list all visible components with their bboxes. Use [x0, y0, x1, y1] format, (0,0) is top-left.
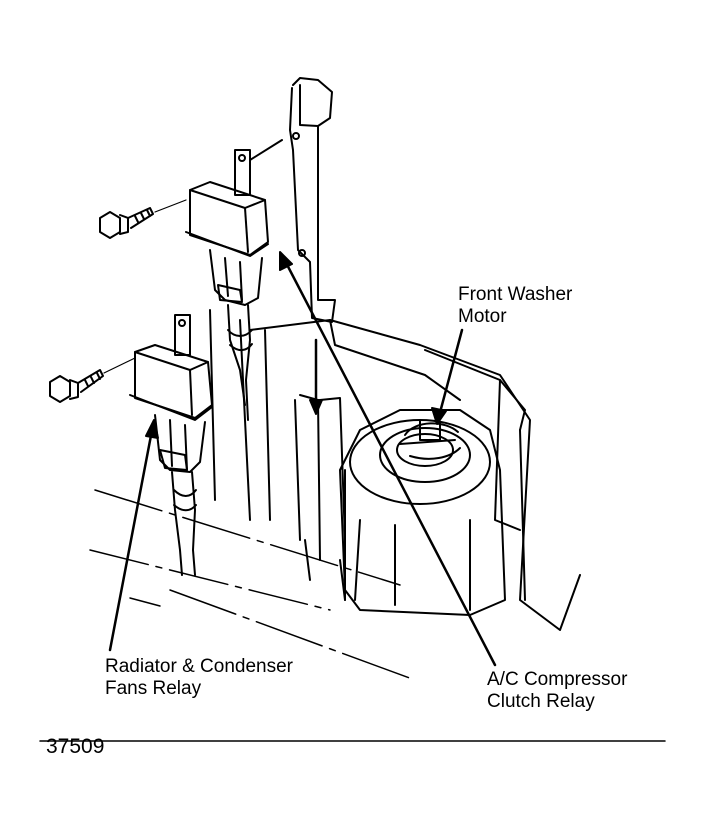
ac-relay-bolt	[99, 199, 187, 239]
front-washer-motor-label-line2: Motor	[458, 306, 507, 327]
frame-members	[209, 309, 346, 601]
front-washer-motor	[404, 419, 459, 441]
front-washer-motor-leader	[431, 328, 464, 425]
radiator-relay-label-line1: Radiator & Condenser	[105, 656, 293, 677]
perspective-lines	[89, 489, 416, 681]
washer-reservoir	[339, 409, 506, 616]
mounting-bracket	[289, 77, 336, 323]
ac-relay-leader	[279, 251, 497, 667]
install-arrow	[309, 338, 323, 415]
figure-number: 37509	[46, 735, 105, 758]
ac-relay-tab	[234, 139, 283, 196]
front-washer-motor-label-line1: Front Washer	[458, 284, 573, 305]
radiator-relay-tab	[174, 314, 191, 356]
radiator-relay-label-line2: Fans Relay	[105, 678, 202, 699]
radiator-relay-harness	[171, 471, 197, 576]
radiator-condenser-fans-relay	[129, 344, 213, 473]
ac-relay-label-line2: Clutch Relay	[487, 691, 595, 712]
radiator-relay-label: Radiator & Condenser Fans Relay	[105, 656, 293, 700]
front-washer-motor-label: Front Washer Motor	[458, 284, 572, 328]
ac-relay-label-line1: A/C Compressor	[487, 669, 628, 690]
ac-compressor-clutch-relay	[185, 181, 269, 306]
fender-panel	[249, 319, 581, 631]
ac-relay-label: A/C Compressor Clutch Relay	[487, 669, 627, 713]
radiator-relay-bolt	[49, 357, 136, 403]
radiator-relay-leader	[108, 419, 159, 652]
